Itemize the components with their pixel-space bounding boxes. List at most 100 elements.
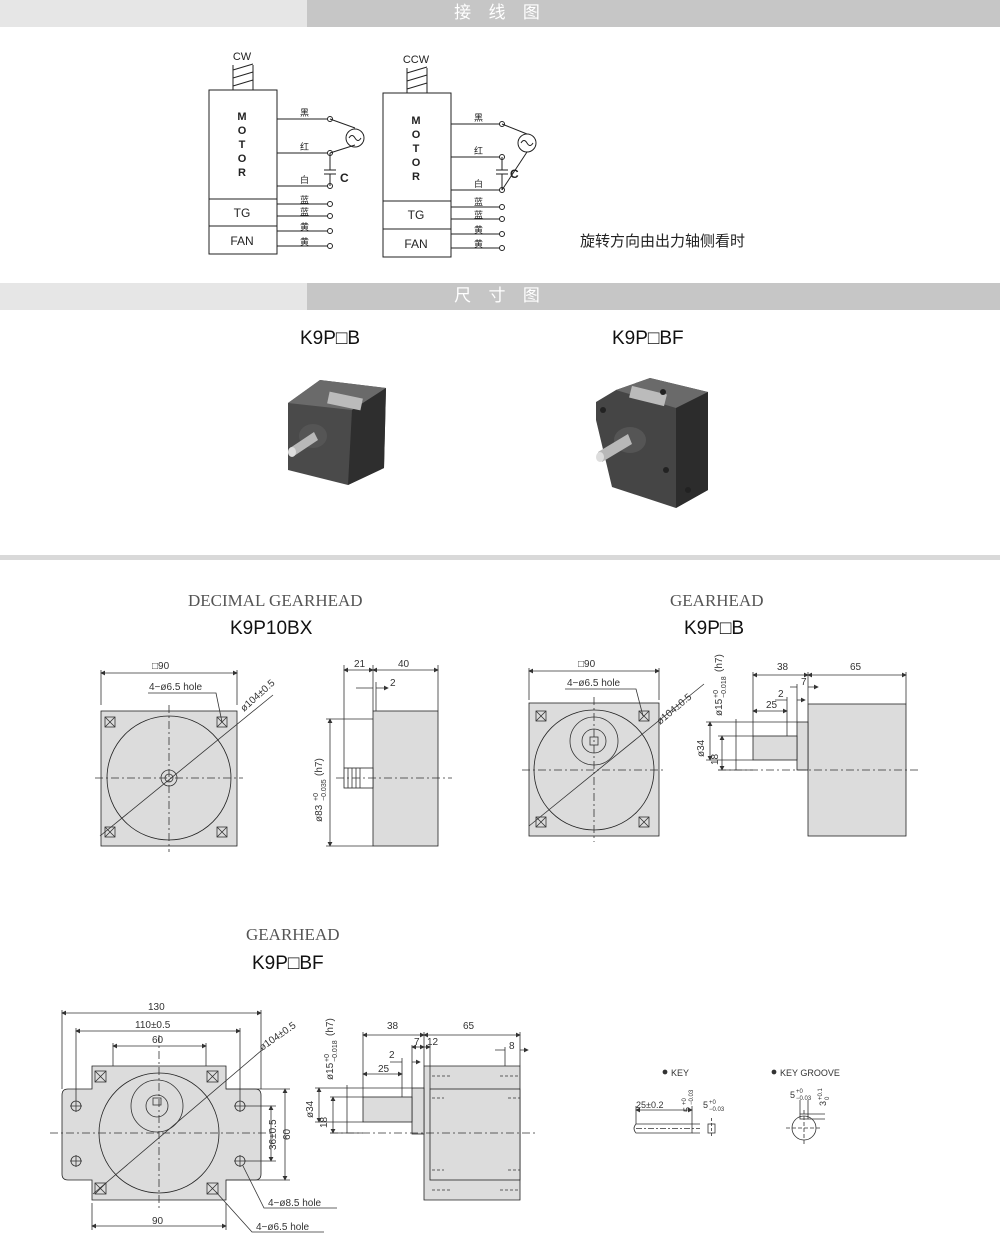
gearhead-bf-dim-34: ø34 <box>305 1100 316 1118</box>
gearhead-bf-dim-7: 7 <box>414 1037 420 1048</box>
gearhead-bf-dim-65: 65 <box>463 1021 475 1032</box>
section-divider <box>0 555 1000 560</box>
cw-motor-letter: O <box>238 153 247 165</box>
keygroove-label: KEY GROOVE <box>780 1068 840 1078</box>
cw-fan-box <box>208 225 278 255</box>
wiring-diagram-ccw: CCW M O T O R TG FAN 黑 红 白 蓝 蓝 黄 黄 <box>382 54 537 258</box>
gearhead-b-dim-65: 65 <box>850 662 862 673</box>
decimal-front-view <box>95 670 274 852</box>
gearhead-bf-dim-fit: (h7) <box>325 1018 336 1036</box>
wiring-section-title: 接 线 图 <box>454 3 546 23</box>
ccw-wire-label: 蓝 <box>474 196 483 207</box>
ccw-wire-label: 黄 <box>474 224 483 235</box>
gearhead-b-dim-tol-upper: +0 <box>713 690 720 698</box>
keygroove-dim-depth-upper: +0.1 <box>818 1087 824 1100</box>
gearhead-b-front-view <box>522 668 705 842</box>
gearhead-bf-model: K9P□BF <box>252 953 324 974</box>
decimal-dim-shaft: ø83 <box>314 804 325 822</box>
gearhead-bf-dim-pcd: ø104±0.5 <box>257 1020 298 1053</box>
gearhead-b-dim-18: 18 <box>710 753 721 765</box>
ccw-wire-label: 红 <box>474 145 483 156</box>
cw-wire-label: 黄 <box>300 236 309 247</box>
ccw-fan-box <box>382 228 452 258</box>
gearhead-b-dim-38: 38 <box>777 662 789 673</box>
ccw-label: CCW <box>403 54 430 66</box>
cw-wire-label: 黑 <box>300 108 309 118</box>
decimal-dim-hole: 4−ø6.5 hole <box>149 682 203 693</box>
ccw-wire-label: 白 <box>474 178 483 189</box>
cw-ac-source-icon <box>345 128 365 148</box>
gearhead-b-dim-7: 7 <box>801 677 807 688</box>
keygroove-dim-width: 5 <box>790 1090 795 1100</box>
gearhead-b-side-view <box>706 672 918 837</box>
gearhead-bf-dim-36: 36±0.5 <box>268 1119 279 1150</box>
gearhead-b-dim-shaft: ø15 <box>714 698 725 716</box>
product-model-bf: K9P□BF <box>612 328 684 349</box>
key-dim-width2-lower: −0.03 <box>709 1107 725 1113</box>
gearhead-b-dim-fit: (h7) <box>714 654 725 672</box>
key-dim-width2-upper: +0 <box>709 1100 717 1106</box>
decimal-dim-21: 21 <box>354 659 366 670</box>
gearhead-b-model: K9P□B <box>684 618 745 639</box>
product-model-b: K9P□B <box>300 328 361 349</box>
cw-wire-label: 白 <box>300 174 309 185</box>
cw-motor-letter: O <box>238 125 247 137</box>
cw-fan-label: FAN <box>230 234 253 248</box>
ccw-fan-label: FAN <box>404 237 427 251</box>
decimal-dim-fit: (h7) <box>314 758 325 776</box>
ccw-motor-letter: R <box>412 171 420 183</box>
gearhead-b-dim-pcd: ø104±0.5 <box>655 691 695 727</box>
gearhead-b-dim-25: 25 <box>766 700 778 711</box>
decimal-dim-tol-lower: −0.035 <box>321 779 328 801</box>
decimal-gearhead-model: K9P10BX <box>230 618 313 639</box>
gearhead-bf-dim-18: 18 <box>319 1116 330 1128</box>
keygroove-dim-depth-lower: 0 <box>825 1096 831 1100</box>
cw-label: CW <box>233 51 252 63</box>
ccw-ac-source-icon <box>517 133 537 153</box>
decimal-dim-square: □90 <box>152 661 170 672</box>
wiring-diagram-cw: CW M O T O R TG FAN 黑 红 白 蓝 蓝 黄 黄 <box>208 51 365 255</box>
gearhead-bf-photo <box>596 378 708 508</box>
gearhead-bf-dim-tol-upper: +0 <box>324 1054 331 1062</box>
rotation-note: 旋转方向由出力轴侧看时 <box>580 232 746 250</box>
decimal-dim-2: 2 <box>390 678 396 689</box>
dimension-section-band: 尺 寸 图 <box>0 283 1000 310</box>
gearhead-bf-dim-hole-b: 4−ø6.5 hole <box>256 1222 310 1233</box>
ccw-motor-letter: T <box>413 143 420 155</box>
gearhead-bf-dim-2: 2 <box>389 1050 395 1061</box>
key-dim-width2: 5 <box>703 1100 708 1110</box>
gearhead-b-dim-square: □90 <box>578 659 596 670</box>
decimal-dim-40: 40 <box>398 659 410 670</box>
cw-motor-letter: T <box>239 139 246 151</box>
ccw-capacitor-label: C <box>510 167 519 181</box>
gearhead-bf-dim-hole-a: 4−ø8.5 hole <box>268 1198 322 1209</box>
decimal-gearhead-type: DECIMAL GEARHEAD <box>188 591 363 610</box>
gearhead-bf-dim-130: 130 <box>148 1002 165 1013</box>
keygroove-dim-width-lower: −0.03 <box>796 1096 812 1102</box>
gearhead-bf-dim-12: 12 <box>427 1037 439 1048</box>
key-dim-width-upper: +0 <box>682 1097 688 1105</box>
ccw-tg-label: TG <box>408 208 425 222</box>
cw-capacitor-label: C <box>340 171 349 185</box>
keygroove-dim-width-upper: +0 <box>796 1089 804 1095</box>
gearhead-b-photo <box>288 380 386 485</box>
ccw-wire-label: 黄 <box>474 238 483 249</box>
gearhead-bf-front-view <box>50 1010 337 1233</box>
ccw-wire-label: 蓝 <box>474 209 483 220</box>
gearhead-b-dim-tol-lower: −0.018 <box>721 676 728 698</box>
cw-wire-label: 蓝 <box>300 206 309 217</box>
key-label: KEY <box>671 1068 689 1078</box>
dimension-section-title: 尺 寸 图 <box>454 286 546 306</box>
gearhead-b-dim-2: 2 <box>778 689 784 700</box>
gearhead-bf-dim-90: 90 <box>152 1216 164 1227</box>
key-dim-width-lower: −0.03 <box>689 1089 695 1105</box>
gearhead-bf-type: GEARHEAD <box>246 925 340 944</box>
cw-tg-label: TG <box>234 206 251 220</box>
decimal-side-view <box>326 665 452 847</box>
gearhead-b-dim-hole: 4−ø6.5 hole <box>567 678 621 689</box>
cw-wire-label: 黄 <box>300 221 309 232</box>
gearhead-bf-dim-110: 110±0.5 <box>135 1020 171 1031</box>
ccw-wire-label: 黑 <box>474 113 483 123</box>
